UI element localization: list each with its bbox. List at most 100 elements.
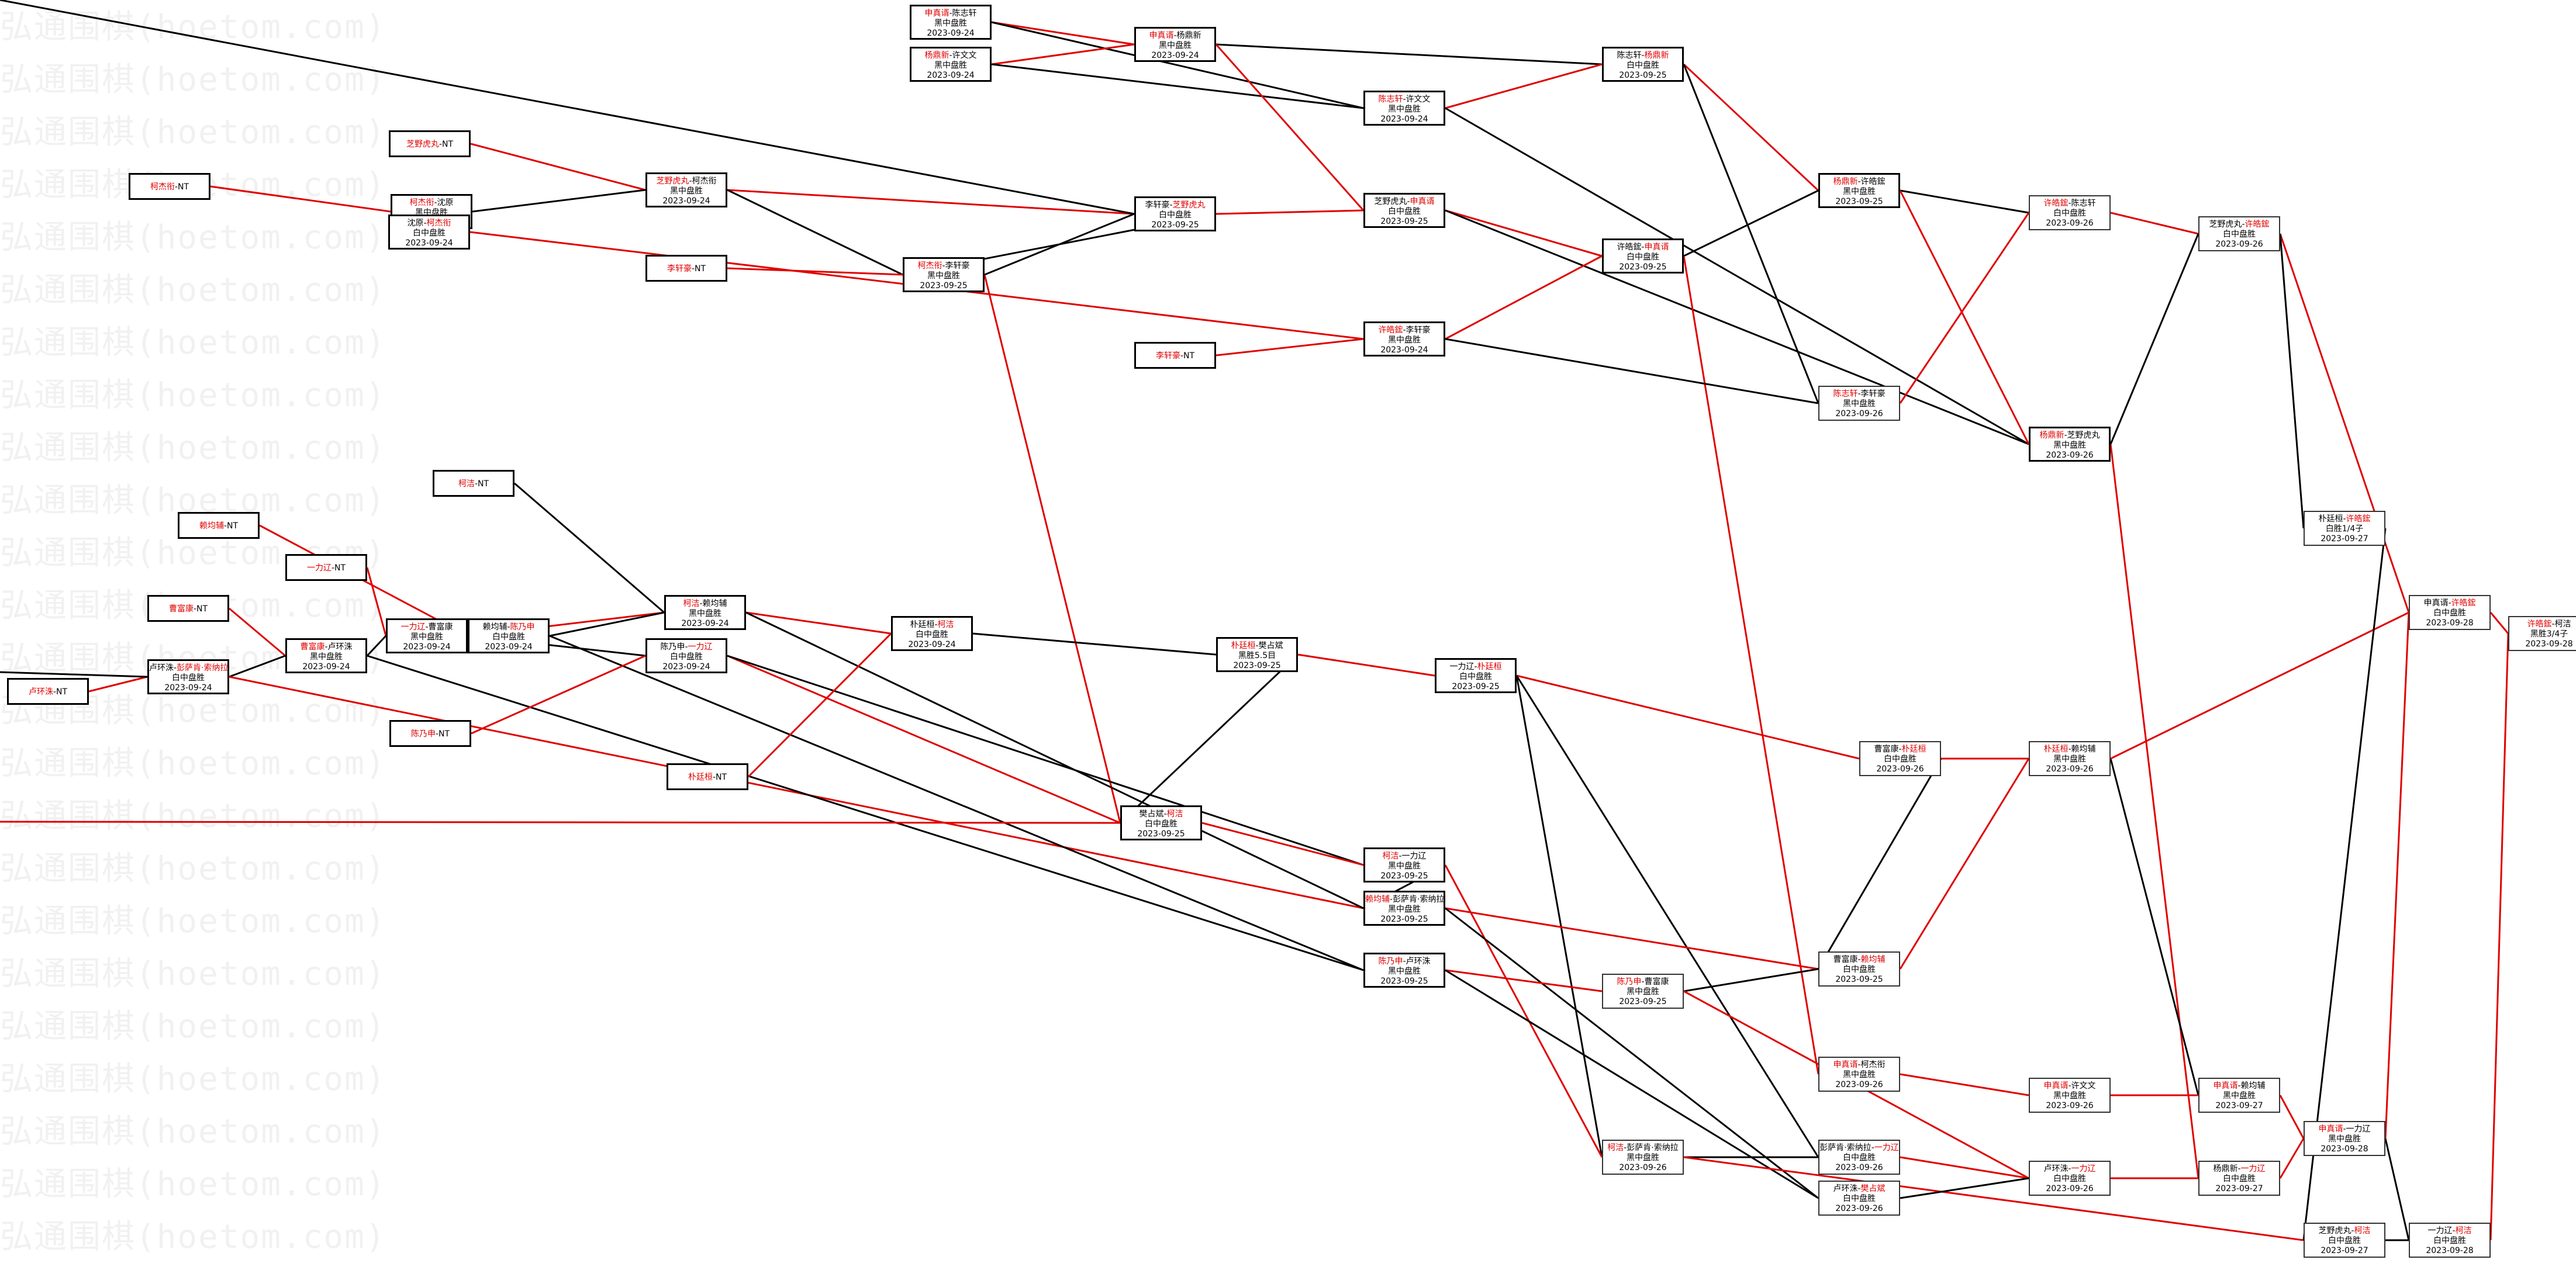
game-result: 黑中盘胜 <box>1843 1070 1876 1079</box>
game-result: 黑中盘胜 <box>670 186 703 196</box>
loser-connector <box>1445 907 1819 1199</box>
player-separator: - <box>174 182 178 192</box>
player-name: 朴廷桓 <box>2043 745 2069 754</box>
player-separator: - <box>53 687 57 697</box>
player-separator: - <box>438 140 443 149</box>
player-separator: - <box>2551 620 2555 629</box>
game-date: 2023-09-26 <box>2046 1101 2094 1110</box>
game-result: 白中盘胜 <box>2053 1174 2086 1184</box>
game-box[interactable]: 柯洁-NT <box>433 470 514 497</box>
game-box[interactable]: 陈乃申-NT <box>389 720 471 747</box>
game-box[interactable]: 曹富康-NT <box>147 595 229 622</box>
player-separator: - <box>699 599 703 608</box>
game-box[interactable]: 一力辽-NT <box>285 554 367 581</box>
game-box[interactable]: 赖均辅-NT <box>178 512 260 539</box>
game-date: 2023-09-24 <box>681 619 729 628</box>
player-name: 许皓鋐 <box>1617 243 1642 252</box>
game-box[interactable]: 芝野虎丸-NT <box>389 130 471 157</box>
game-box[interactable]: 柯杰衔-NT <box>129 173 210 200</box>
winner-connector <box>88 676 148 693</box>
watermark-row: 弘通围棋(hoetom.com) <box>0 902 386 940</box>
player-name: NT <box>178 182 189 192</box>
game-players: 杨鼎新-芝野虎丸 <box>2031 431 2109 441</box>
game-result: 黑中盘胜 <box>1627 987 1659 996</box>
watermark-row: 弘通围棋(hoetom.com) <box>0 376 386 414</box>
player-name: 赖均辅 <box>1365 895 1390 904</box>
game-result: 白中盘胜 <box>2223 1174 2256 1184</box>
player-name: 李轩豪 <box>667 264 692 274</box>
loser-connector <box>2109 233 2199 445</box>
winner-connector <box>991 43 1135 65</box>
loser-connector <box>1683 968 1819 992</box>
game-date: 2023-09-25 <box>1151 220 1199 230</box>
player-separator: - <box>193 604 197 614</box>
game-players: 曹富康-朴廷桓 <box>1860 745 1940 755</box>
player-name: 陈乃申 <box>660 642 685 652</box>
game-date: 2023-09-25 <box>1380 977 1428 986</box>
player-name: 卢环洙 <box>1406 957 1431 966</box>
winner-connector <box>1201 822 1364 866</box>
game-box[interactable]: 卢环洙-NT <box>7 678 89 705</box>
game-result: 黑中盘胜 <box>1159 41 1192 50</box>
game-box[interactable]: 李轩豪-NT <box>1134 342 1216 369</box>
game-players: 芝野虎丸-柯杰衔 <box>647 177 726 186</box>
game-box[interactable]: 朴廷桓-NT <box>667 763 748 790</box>
loser-connector <box>367 655 1364 971</box>
player-name: 申真谞 <box>2423 598 2449 608</box>
player-separator: - <box>1641 51 1645 60</box>
player-name: 柯杰衔 <box>1860 1060 1886 1070</box>
game-result: 白中盘胜 <box>1627 61 1659 70</box>
player-name: 李轩豪 <box>1406 326 1431 335</box>
player-separator: - <box>2448 598 2451 608</box>
game-box[interactable]: 李轩豪-NT <box>645 255 727 282</box>
